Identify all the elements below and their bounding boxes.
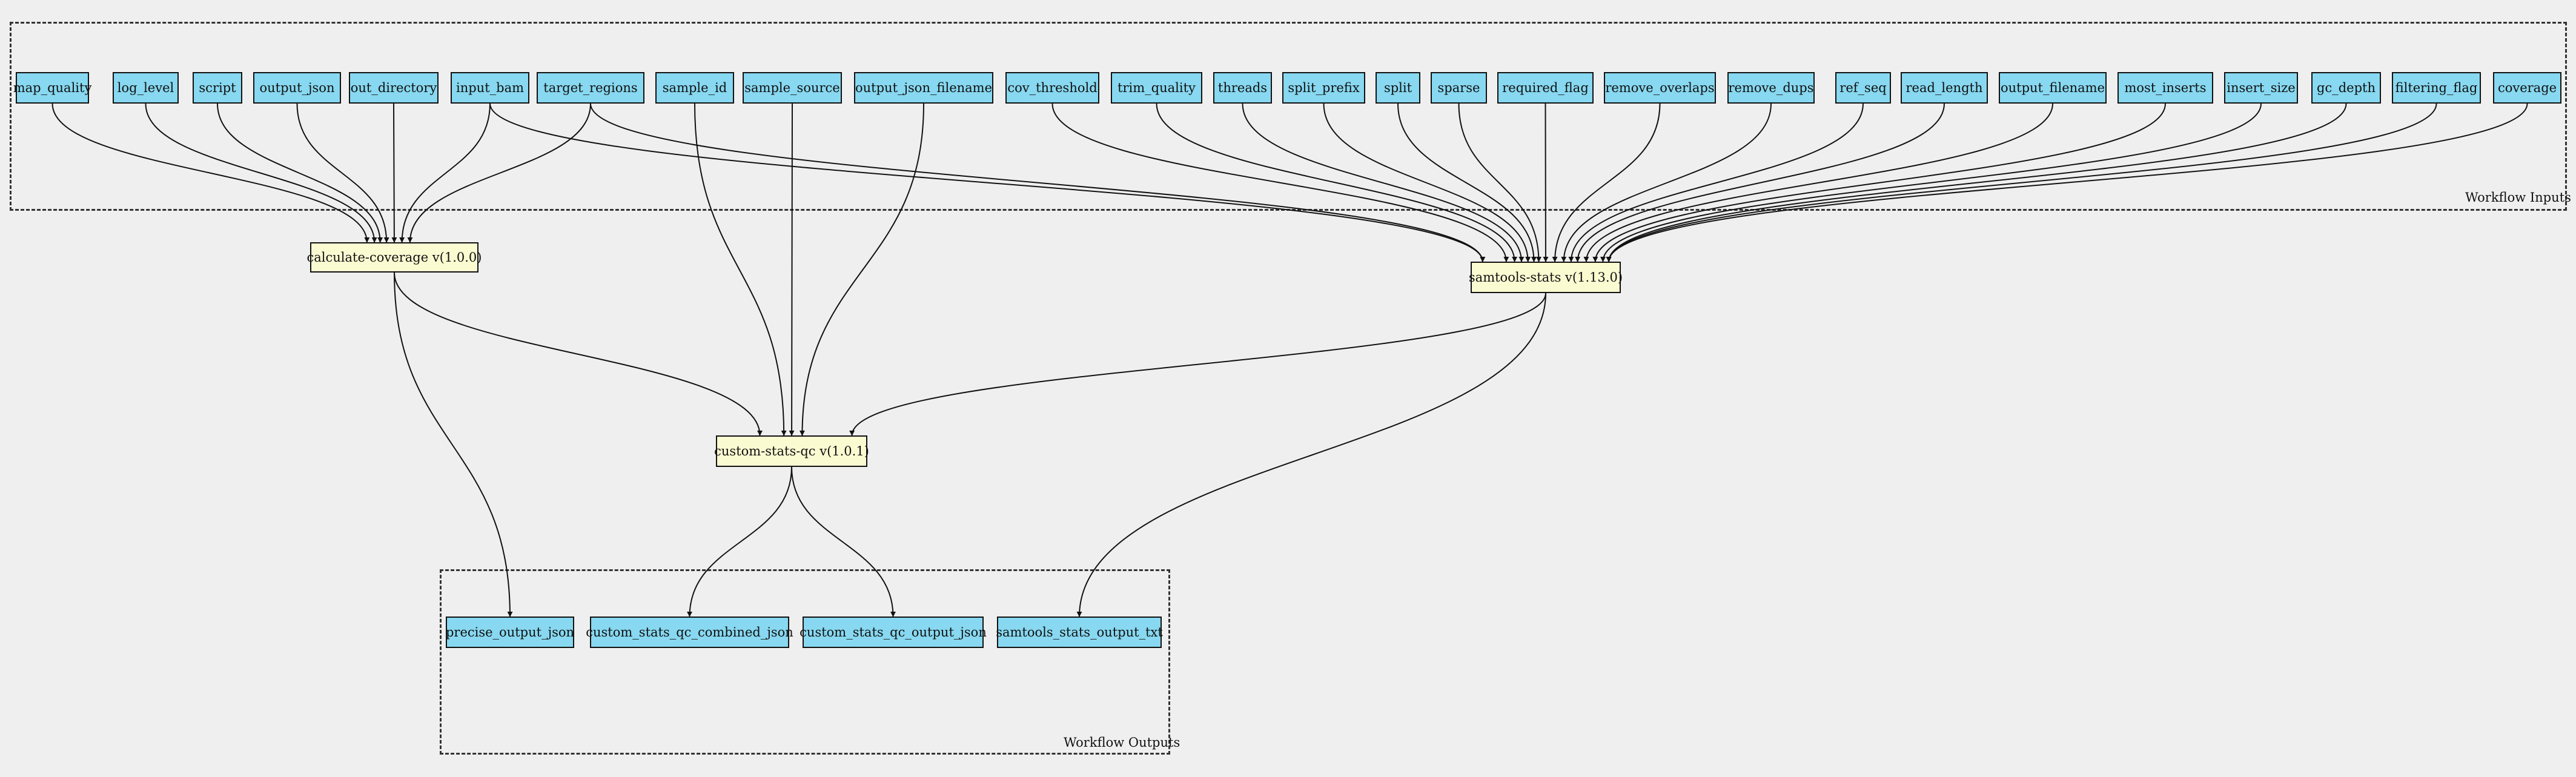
edge-sample-id-to-custom xyxy=(694,103,787,436)
edge-output-json-to-calc xyxy=(296,103,389,243)
edge-input-bam-to-samtools xyxy=(489,103,1486,262)
input-node-remove-dups: remove_dups xyxy=(1727,72,1815,104)
edge-ref-seq-to-samtools xyxy=(1568,103,1864,262)
edge-cov-threshold-to-samtools xyxy=(1051,103,1509,262)
edge-output-filename-to-samtools xyxy=(1583,103,2053,262)
input-node-target-regions: target_regions xyxy=(537,72,644,104)
edge-script-to-calc xyxy=(217,103,383,243)
task-node-calc: calculate-coverage v(1.0.0) xyxy=(307,242,482,273)
edge-filtering-flag-to-samtools xyxy=(1606,103,2437,262)
workflow-outputs-label: Workflow Outputs xyxy=(1064,735,1180,750)
edge-split-to-samtools xyxy=(1397,103,1537,262)
input-node-map-quality: map_quality xyxy=(13,72,91,104)
edge-split-prefix-to-samtools xyxy=(1323,103,1531,262)
input-node-log-level: log_level xyxy=(113,72,179,104)
edge-most-inserts-to-samtools xyxy=(1592,103,2166,262)
workflow-outputs-cluster xyxy=(440,569,1170,755)
input-node-threads: threads xyxy=(1213,72,1272,104)
input-node-insert-size: insert_size xyxy=(2224,72,2298,104)
input-node-split: split xyxy=(1376,72,1420,104)
input-node-sample-id: sample_id xyxy=(655,72,734,104)
edge-custom-to-custom-stats-qc-combined-json xyxy=(687,466,792,617)
output-node-custom-stats-qc-output-json: custom_stats_qc_output_json xyxy=(800,617,987,648)
output-node-samtools-stats-output-txt: samtools_stats_output_txt xyxy=(996,617,1163,648)
output-node-precise-output-json: precise_output_json xyxy=(446,617,574,648)
input-node-most-inserts: most_inserts xyxy=(2117,72,2213,104)
input-node-ref-seq: ref_seq xyxy=(1835,72,1891,104)
output-node-custom-stats-qc-combined-json: custom_stats_qc_combined_json xyxy=(586,617,793,648)
edge-trim-quality-to-samtools xyxy=(1156,103,1518,262)
edge-samtools-to-samtools-stats-output-txt xyxy=(1076,293,1546,617)
input-node-coverage: coverage xyxy=(2493,72,2561,104)
input-node-sample-source: sample_source xyxy=(743,72,842,104)
input-node-input-bam: input_bam xyxy=(451,72,529,104)
edge-samtools-to-custom xyxy=(849,293,1546,436)
edge-calc-to-custom xyxy=(394,272,763,436)
edge-map-quality-to-calc xyxy=(51,103,370,243)
input-node-filtering-flag: filtering_flag xyxy=(2392,72,2481,104)
edge-coverage-to-samtools xyxy=(1606,103,2528,262)
edge-custom-to-custom-stats-qc-output-json xyxy=(791,466,896,617)
input-node-trim-quality: trim_quality xyxy=(1111,72,1202,104)
edge-read-length-to-samtools xyxy=(1575,103,1945,262)
input-node-output-json: output_json xyxy=(253,72,341,104)
edge-input-bam-to-calc xyxy=(399,103,491,243)
input-node-output-filename: output_filename xyxy=(1999,72,2107,104)
edge-output-json-filename-to-custom xyxy=(799,103,924,436)
input-node-split-prefix: split_prefix xyxy=(1282,72,1365,104)
edge-insert-size-to-samtools xyxy=(1600,103,2262,262)
edge-gc-depth-to-samtools xyxy=(1606,103,2347,262)
edge-remove-overlaps-to-samtools xyxy=(1552,103,1661,262)
edge-target-regions-to-samtools xyxy=(590,103,1486,262)
input-node-gc-depth: gc_depth xyxy=(2311,72,2381,104)
edge-log-level-to-calc xyxy=(145,103,377,243)
input-node-remove-overlaps: remove_overlaps xyxy=(1604,72,1716,104)
workflow-inputs-label: Workflow Inputs xyxy=(2465,190,2571,205)
input-node-output-json-filename: output_json_filename xyxy=(854,72,993,104)
task-node-custom: custom-stats-qc v(1.0.1) xyxy=(714,435,869,467)
input-node-cov-threshold: cov_threshold xyxy=(1005,72,1099,104)
edge-calc-to-precise-output-json xyxy=(394,272,513,617)
edge-target-regions-to-calc xyxy=(407,103,591,243)
input-node-out-directory: out_directory xyxy=(349,72,439,104)
input-node-read-length: read_length xyxy=(1901,72,1988,104)
task-node-samtools: samtools-stats v(1.13.0) xyxy=(1469,262,1623,293)
edge-threads-to-samtools xyxy=(1242,103,1525,262)
edge-sparse-to-samtools xyxy=(1458,103,1542,262)
input-node-required-flag: required_flag xyxy=(1497,72,1594,104)
edge-remove-dups-to-samtools xyxy=(1561,103,1772,262)
input-node-sparse: sparse xyxy=(1431,72,1487,104)
input-node-script: script xyxy=(193,72,242,104)
